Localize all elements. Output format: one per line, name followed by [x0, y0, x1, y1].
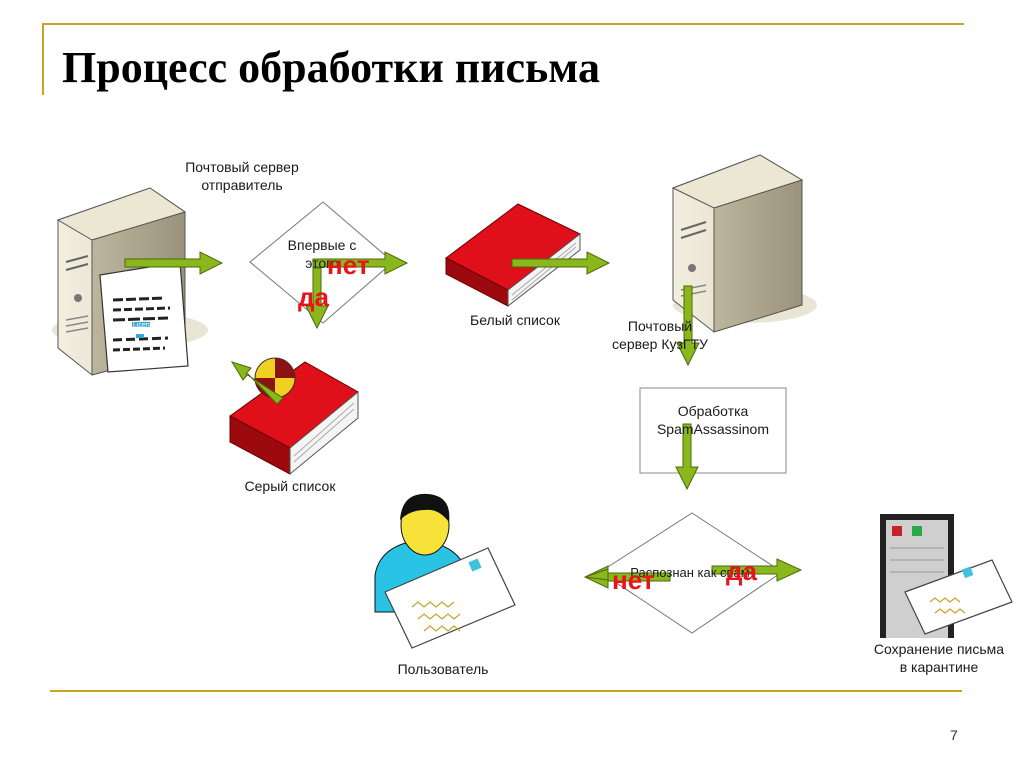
arrow-server-to-spamassassin: [676, 285, 700, 367]
whitelist-book-icon: [445, 203, 581, 308]
first-time-question-label: Впервые с этого: [287, 237, 357, 271]
recipient-server-label: Почтовый сервер КузГТУ: [612, 318, 708, 352]
left-rule: [42, 23, 44, 95]
page-number: 7: [950, 727, 958, 743]
page-title: Процесс обработки письма: [62, 43, 600, 92]
arrow-no-to-user: [583, 565, 671, 589]
arrow-no-to-whitelist: [312, 251, 409, 275]
recognized-question-label: Распознан как спам: [630, 565, 750, 580]
quarantine-envelope-icon: [904, 559, 1013, 635]
grey-disc-icon: [254, 357, 296, 399]
arrow-greylist-return: [230, 361, 284, 405]
greylist-book-icon: [229, 361, 359, 476]
arrow-whitelist-to-server: [511, 251, 611, 275]
arrow-sender-to-check: [124, 251, 224, 275]
bottom-rule: [50, 690, 962, 692]
greylist-label: Серый список: [244, 478, 336, 494]
user-label: Пользователь: [397, 661, 489, 677]
quarantine-label: Сохранение письма в карантине: [873, 641, 1005, 675]
sender-server-label: Почтовый сервер отправитель: [185, 159, 299, 193]
spamassassin-label: Обработка SpamAssassinom: [656, 403, 770, 437]
whitelist-label: Белый список: [470, 312, 560, 328]
branch-yes-label: да: [298, 282, 329, 312]
arrow-yes-to-quarantine: [711, 558, 803, 582]
decision-diamond-spam: [599, 512, 783, 634]
top-rule: [44, 23, 964, 25]
license-document-icon: [99, 261, 189, 373]
arrow-yes-to-greylist: [305, 267, 329, 330]
arrow-spamassassin-to-check: [675, 423, 699, 491]
branch-yes-spam-label: да: [726, 556, 757, 586]
user-envelope-icon: [384, 547, 516, 649]
spamassassin-box: [639, 387, 787, 474]
recipient-server-icon: [671, 154, 817, 333]
license-text: License: [132, 322, 158, 329]
branch-no-spam-label: нет: [612, 565, 655, 595]
branch-no-label: нет: [327, 250, 370, 280]
